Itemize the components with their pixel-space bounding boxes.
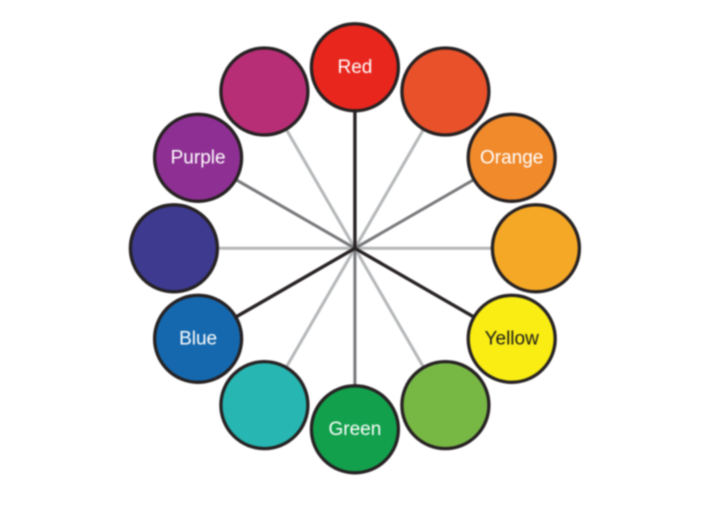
svg-text:Green: Green (328, 419, 381, 440)
svg-text:Yellow: Yellow (485, 328, 540, 349)
svg-text:Blue: Blue (179, 328, 217, 349)
svg-text:Purple: Purple (171, 147, 226, 168)
svg-text:Red: Red (337, 57, 372, 78)
svg-text:Orange: Orange (480, 147, 543, 168)
